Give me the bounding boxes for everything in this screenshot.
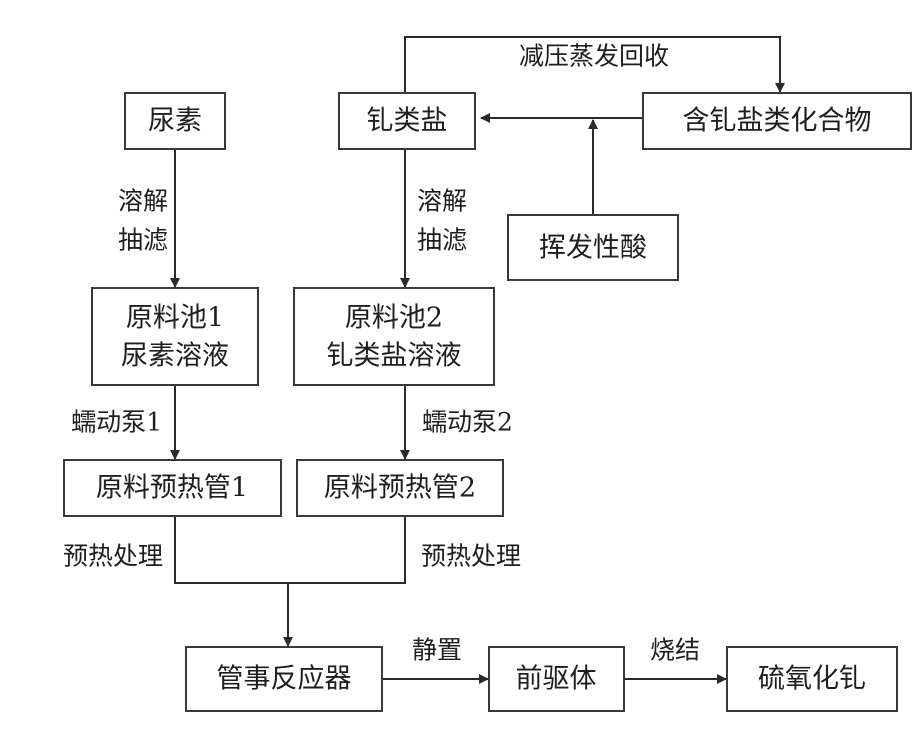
node-precursor-label: 前驱体 (516, 664, 597, 695)
node-urea: 尿素 (125, 93, 225, 149)
merge-connector (175, 517, 405, 583)
edge-label-preheat-treat1: 预热处理 (63, 542, 163, 571)
node-tank2-line1: 原料池2 (345, 303, 443, 334)
node-tube-reactor-label: 管事反应器 (217, 664, 352, 695)
node-tank1-line2: 尿素溶液 (121, 341, 229, 372)
edge-label-standing: 静置 (412, 636, 462, 665)
node-tank1: 原料池1 尿素溶液 (92, 288, 258, 385)
edge-label-recovery: 减压蒸发回收 (519, 42, 669, 71)
edge-label-pump1: 蠕动泵1 (71, 408, 162, 437)
node-tank2: 原料池2 钆类盐溶液 (294, 288, 494, 385)
node-gadolinium-compound: 含钆盐类化合物 (643, 93, 911, 149)
node-preheat-tube2-label: 原料预热管2 (324, 473, 476, 504)
node-ammonium-salt-label: 钆类盐 (367, 106, 448, 137)
node-volatile-acid: 挥发性酸 (508, 215, 678, 280)
node-ammonium-salt: 钆类盐 (339, 93, 475, 149)
node-product: 硫氧化钆 (727, 647, 897, 711)
edge-label-preheat-treat2: 预热处理 (421, 542, 521, 571)
node-preheat-tube1-label: 原料预热管1 (96, 473, 248, 504)
edge-label-sintering: 烧结 (650, 636, 700, 665)
node-precursor: 前驱体 (489, 647, 624, 711)
node-gadolinium-compound-label: 含钆盐类化合物 (683, 106, 872, 137)
node-preheat-tube2: 原料预热管2 (297, 460, 503, 516)
node-volatile-acid-label: 挥发性酸 (539, 233, 647, 264)
edge-label-dissolve2: 溶解 (417, 187, 467, 216)
edge-label-dissolve1: 溶解 (118, 187, 168, 216)
node-tank2-line2: 钆类盐溶液 (327, 341, 462, 372)
node-tank1-line1: 原料池1 (126, 303, 224, 334)
node-tube-reactor: 管事反应器 (186, 647, 382, 711)
node-product-label: 硫氧化钆 (758, 664, 866, 695)
edge-label-filter1: 抽滤 (118, 226, 168, 255)
node-urea-label: 尿素 (148, 106, 202, 137)
node-preheat-tube1: 原料预热管1 (64, 460, 281, 516)
edge-label-filter2: 抽滤 (417, 226, 467, 255)
edge-label-pump2: 蠕动泵2 (422, 408, 513, 437)
